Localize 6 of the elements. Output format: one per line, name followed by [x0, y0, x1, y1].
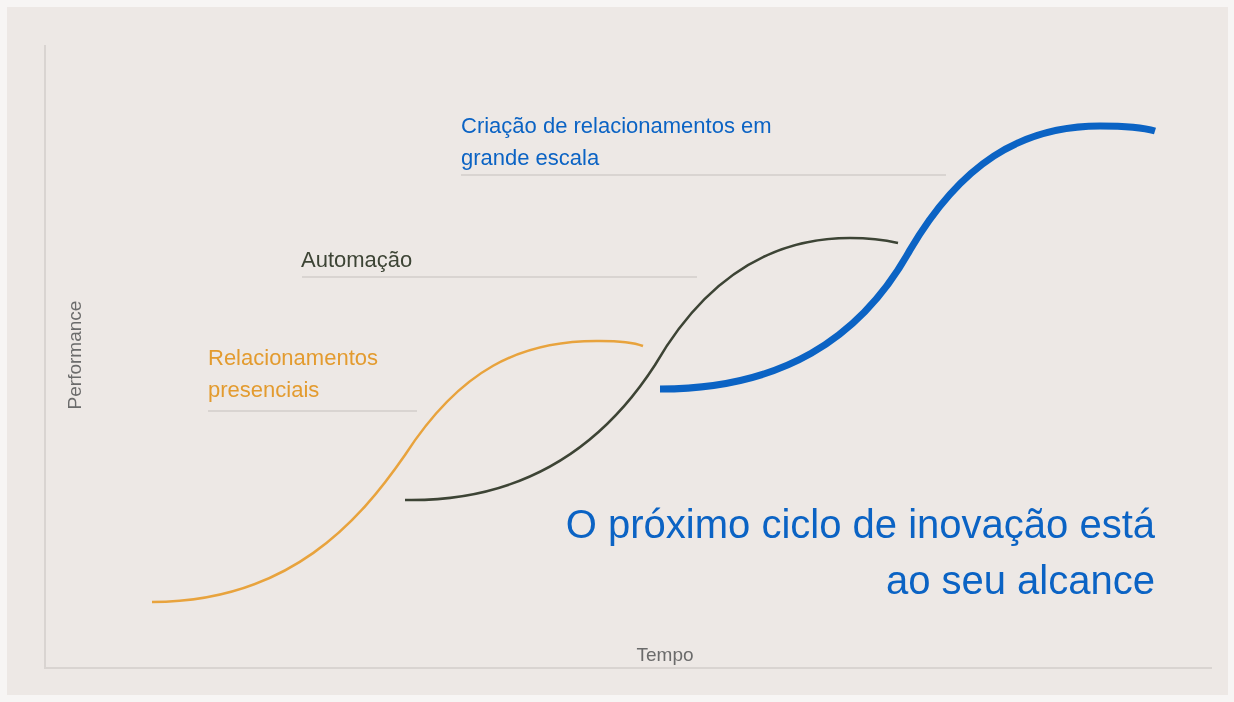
stage-label: Relacionamentos presenciais [208, 344, 379, 404]
stage-label: Criação de relacionamentos em grande escala [461, 112, 773, 172]
axis-label: Tempo [635, 643, 695, 667]
axis-label: Performance [63, 299, 86, 412]
stage-label: Automação [301, 246, 414, 274]
headline: O próximo ciclo de inovação está ao seu alcance [564, 501, 1155, 604]
